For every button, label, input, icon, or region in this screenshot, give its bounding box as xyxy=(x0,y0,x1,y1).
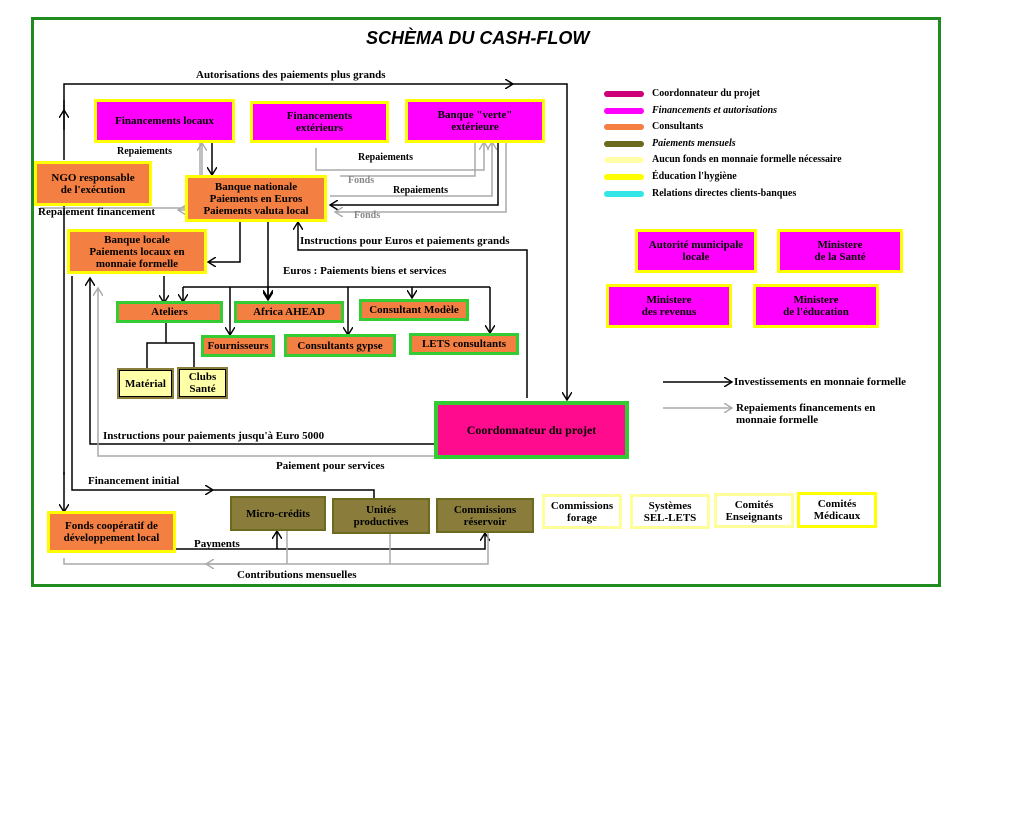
legend-label: Financements et autorisations xyxy=(652,104,778,116)
gray-paiement-services xyxy=(98,288,434,457)
legend-label: Éducation l'hygiène xyxy=(652,171,737,182)
diagram-frame xyxy=(31,17,941,587)
box-coordonnateur: Coordonnateur du projet xyxy=(434,401,629,459)
legend-swatch xyxy=(604,91,644,97)
legend-label: Paiements mensuels xyxy=(652,137,736,149)
arrow-fin-initial-2 xyxy=(71,276,213,490)
box-clubs-sante: Clubs Santé xyxy=(177,367,228,399)
box-micro-credits: Micro-crédits xyxy=(230,496,326,531)
label-payments: Payments xyxy=(194,538,240,550)
box-banque-nationale: Banque nationale Paiements en Euros Paie… xyxy=(185,175,327,222)
box-ngo: NGO responsable de l'exécution xyxy=(34,161,152,206)
label-instructions-5000: Instructions pour paiements jusqu'à Euro… xyxy=(103,430,325,442)
box-commissions-reservoir: Commissions réservoir xyxy=(436,498,534,533)
line-ateliers-tree xyxy=(146,322,167,372)
arrow-instructions-euros xyxy=(298,222,528,398)
box-systemes-sel-lets: Systèmes SEL-LETS xyxy=(630,494,710,529)
key-label-black: Investissements en monnaie formelle xyxy=(734,376,907,388)
legend-label: Relations directes clients-banques xyxy=(652,187,797,199)
legend-label: Coordonnateur du projet xyxy=(652,88,760,99)
box-fonds-cooperatif: Fonds coopératif de développement local xyxy=(47,511,176,553)
box-fournisseurs: Fournisseurs xyxy=(201,335,275,357)
diagram-title: SCHÈMA DU CASH-FLOW xyxy=(366,28,590,48)
box-africa-ahead: Africa AHEAD xyxy=(234,301,344,323)
box-comites-enseignants: Comités Enseignants xyxy=(714,493,794,528)
box-banque-locale: Banque locale Paiements locaux en monnai… xyxy=(67,229,207,274)
box-lets-consultants: LETS consultants xyxy=(409,333,519,355)
legend-swatch xyxy=(604,124,644,131)
line-ateliers-tree-2 xyxy=(166,342,195,370)
legend-swatch xyxy=(604,157,644,164)
box-ministere-education: Ministere de l'éducation xyxy=(753,284,879,328)
label-paiement-services: Paiement pour services xyxy=(276,460,385,472)
label-repaiement-financement: Repaiement financement xyxy=(38,206,156,218)
box-banque-verte: Banque "verte" extérieure xyxy=(405,99,545,143)
label-instructions-euros: Instructions pour Euros et paiements gra… xyxy=(300,235,510,247)
gray-fonds-ext xyxy=(340,142,476,177)
box-consultant-modele: Consultant Modèle xyxy=(359,299,469,321)
arrow-instructions-5000 xyxy=(90,278,434,445)
box-comites-medicaux: Comités Médicaux xyxy=(797,492,877,528)
box-consultants-gypse: Consultants gypse xyxy=(284,334,396,357)
arrow-autorisations xyxy=(63,84,513,160)
arrow-banquenat-locale xyxy=(208,222,241,262)
label-fonds-2: Fonds xyxy=(354,210,381,221)
box-ateliers: Ateliers xyxy=(116,301,223,323)
label-fonds-1: Fonds xyxy=(348,175,375,186)
box-ministere-revenus: Ministere des revenus xyxy=(606,284,732,328)
gray-fonds-2 xyxy=(335,140,507,212)
legend-label: Consultants xyxy=(652,121,704,133)
line-fin-initial-3 xyxy=(212,489,375,498)
label-autorisations: Autorisations des paiements plus grands xyxy=(196,69,386,81)
label-repaiements-1: Repaiements xyxy=(117,146,172,157)
legend-swatch xyxy=(604,140,644,147)
label-repaiements-3: Repaiements xyxy=(393,185,448,196)
gray-repaiements-verte xyxy=(330,142,492,197)
arrow-ext-banque xyxy=(330,140,499,205)
box-commissions-forage: Commissions forage xyxy=(542,494,622,529)
legend-swatch xyxy=(604,107,644,114)
legend-label: Aucun fonds en monnaie formelle nécessai… xyxy=(652,154,842,166)
legend-swatch xyxy=(604,174,644,180)
legend-swatch xyxy=(604,190,644,197)
gray-contributions xyxy=(63,530,489,565)
label-euros-paiements: Euros : Paiements biens et services xyxy=(283,265,447,277)
box-financements-exterieurs: Financements extérieurs xyxy=(250,101,389,143)
label-contributions: Contributions mensuelles xyxy=(237,569,357,581)
key-label-gray: Repaiements financements en monnaie form… xyxy=(736,402,876,426)
label-financement-initial: Financement initial xyxy=(88,475,180,487)
gray-repaiements-ext xyxy=(315,142,484,171)
box-autorite-municipale: Autorité municipale locale xyxy=(635,229,757,273)
box-unites-productives: Unités productives xyxy=(332,498,430,534)
box-financements-locaux: Financements locaux xyxy=(94,99,235,143)
arrow-to-coordonnateur xyxy=(510,83,567,400)
label-repaiements-2: Repaiements xyxy=(358,152,413,163)
box-ministere-sante: Ministere de la Santé xyxy=(777,229,903,273)
box-materiel: Matérial xyxy=(117,368,174,399)
